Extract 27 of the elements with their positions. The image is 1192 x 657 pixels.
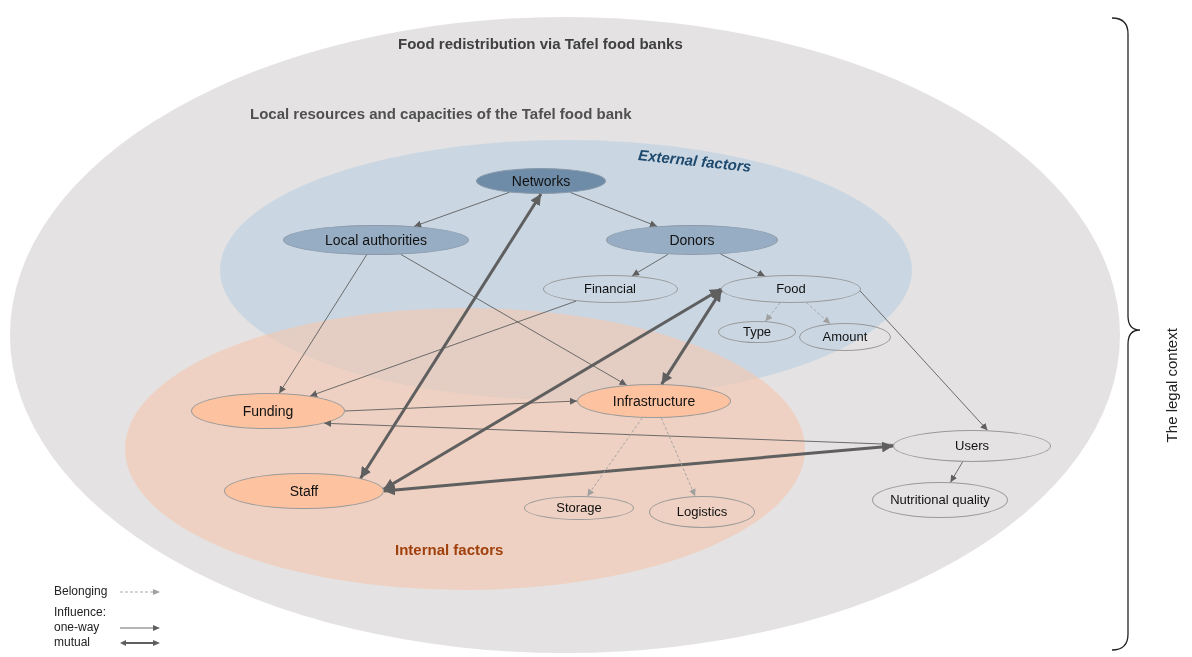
thick-arrow — [383, 441, 894, 496]
legend-label: Belonging — [54, 584, 109, 599]
node-label: Donors — [669, 232, 715, 248]
group-heading: External factors — [637, 145, 753, 177]
legend-heading: Influence: — [54, 605, 108, 620]
node-label: Financial — [584, 281, 636, 297]
node-label: Staff — [289, 483, 319, 499]
node-label: Logistics — [676, 504, 728, 520]
node-label: Type — [742, 324, 772, 340]
group-title: Food redistribution via Tafel food banks — [398, 34, 683, 54]
thick-arrow — [382, 287, 722, 491]
section-heading: Local resources and capacities of the Tafel food bank — [250, 104, 632, 124]
node-label: Nutritional quality — [890, 492, 990, 508]
node-label: Local authorities — [325, 232, 427, 248]
group-heading: Internal factors — [395, 540, 504, 560]
node-label: Users — [955, 438, 989, 454]
node-label: Food — [776, 281, 806, 297]
side-label: The legal context — [1161, 327, 1181, 445]
legend-label: one-way — [54, 620, 101, 635]
node-label: Networks — [511, 173, 571, 189]
thick-arrow — [660, 289, 723, 385]
legend-label: mutual — [54, 635, 92, 650]
node-label: Storage — [556, 500, 602, 516]
node-label: Amount — [822, 329, 868, 345]
node-label: Funding — [242, 403, 294, 419]
node-label: Infrastructure — [612, 393, 696, 409]
thick-arrow — [359, 193, 543, 480]
